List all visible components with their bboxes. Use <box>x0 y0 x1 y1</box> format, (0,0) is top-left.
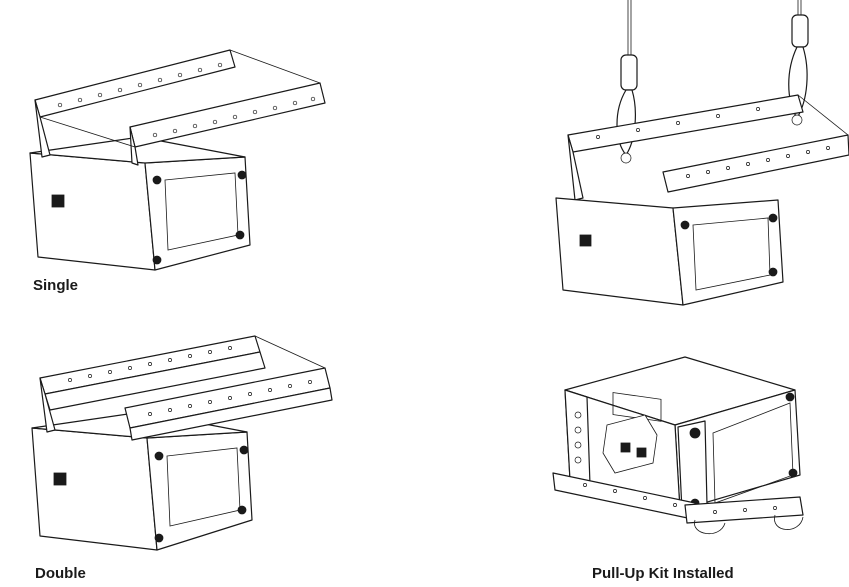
rigging-frame <box>34 49 326 166</box>
loudspeaker-cabinet <box>29 136 251 271</box>
rail-holes <box>68 346 312 416</box>
suspended-rigging-illustration <box>555 0 849 306</box>
loudspeaker-cabinet <box>564 356 801 512</box>
caption-single: Single <box>33 277 79 294</box>
pull-up-bar <box>552 472 804 534</box>
rail-holes <box>57 62 316 138</box>
pullup-kit-illustration <box>552 356 804 534</box>
loudspeaker-cabinet <box>555 197 784 306</box>
caption-double: Double <box>35 565 86 582</box>
loudspeaker-cabinet <box>31 411 253 551</box>
caption-pullup-kit: Pull-Up Kit Installed <box>592 565 734 582</box>
rear-panel-connectors <box>564 389 591 486</box>
suspension-cables <box>616 0 809 164</box>
double-rigging-illustration <box>31 335 333 551</box>
rail-holes <box>596 107 830 178</box>
single-rigging-illustration <box>29 49 326 271</box>
rigging-frame <box>567 94 849 201</box>
